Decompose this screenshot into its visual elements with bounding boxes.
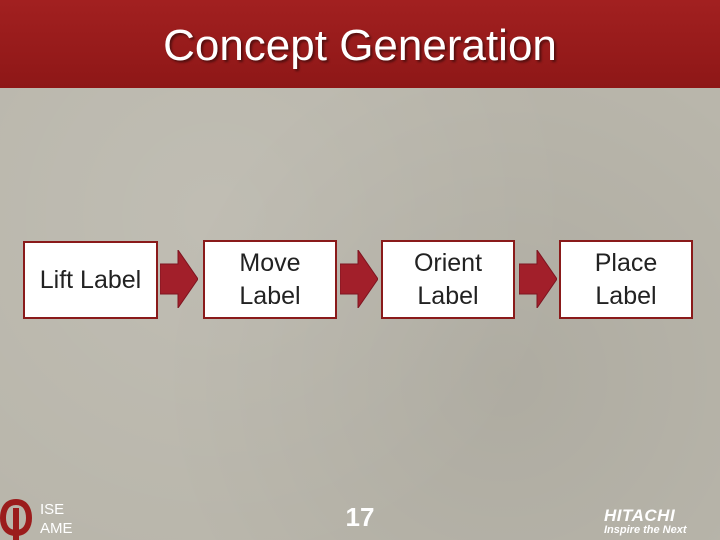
arrow-right-icon <box>519 250 557 308</box>
arrow-right-icon <box>160 250 198 308</box>
step-label-lift: Lift Label <box>39 265 142 294</box>
step-box-lift: Lift Label <box>23 241 158 319</box>
department-label: ISE AME <box>40 500 73 538</box>
logo-tagline: Inspire the Next <box>604 524 687 536</box>
step-label-place: Place Label <box>594 248 658 310</box>
ou-logo-icon <box>0 498 32 540</box>
step-box-move: Move Label <box>203 240 337 319</box>
arrow-right-icon <box>340 250 378 308</box>
step-box-place: Place Label <box>559 240 693 319</box>
step-box-orient: Orient Label <box>381 240 515 319</box>
hitachi-logo: HITACHI Inspire the Next <box>604 507 716 537</box>
slide-title: Concept Generation <box>163 21 557 70</box>
department-line-ame: AME <box>40 520 73 537</box>
page-number: 17 <box>345 502 375 532</box>
logo-name: HITACHI <box>604 506 676 525</box>
title-bar <box>0 0 720 88</box>
department-line-ise: ISE <box>40 501 65 518</box>
step-label-move: Move Label <box>239 248 301 310</box>
step-label-orient: Orient Label <box>413 248 483 310</box>
